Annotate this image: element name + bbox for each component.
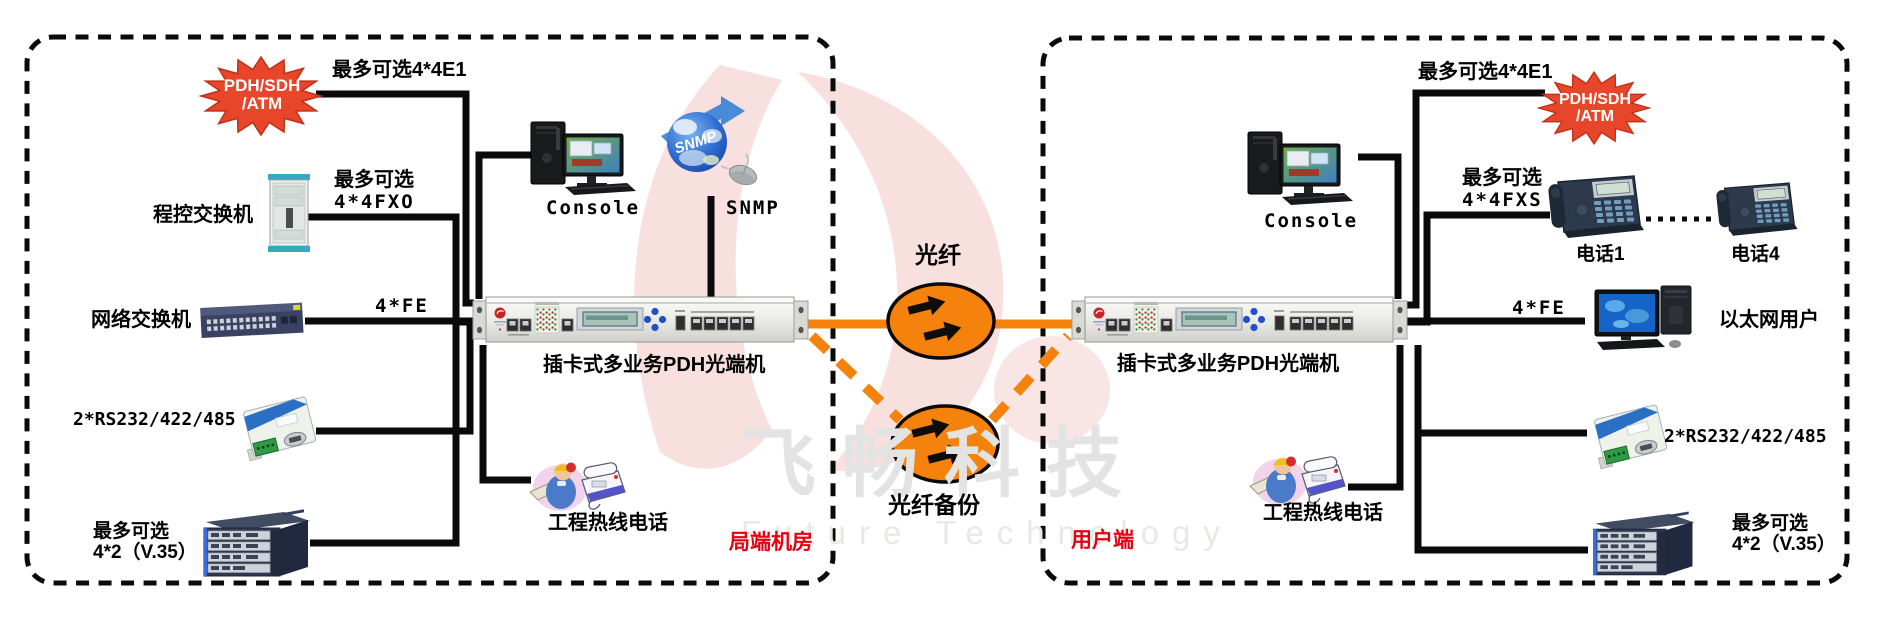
fiber-backup-node: [890, 404, 1000, 484]
right-console-pc: [1247, 131, 1354, 206]
fiber-main-node: [886, 282, 996, 360]
right-phone1-label: 电话1: [1576, 244, 1625, 265]
left-starburst: [198, 55, 324, 137]
right-connection-lines: [1348, 89, 1588, 554]
left-serial-label: 2*RS232/422/485: [73, 409, 236, 430]
left-snmp-label: SNMP: [726, 197, 780, 219]
left-hotline-line: [479, 345, 531, 484]
right-fxs-line2: 4*4FXS: [1462, 188, 1543, 211]
watermark-chinese: 飞畅科技: [740, 422, 1148, 507]
right-serial-label: 2*RS232/422/485: [1664, 426, 1827, 447]
left-e1-line: [316, 90, 474, 307]
right-region-label: 用户端: [1071, 529, 1134, 552]
left-fxo-label: 最多可选 4*4FXO: [334, 169, 415, 213]
left-connection-lines: [305, 90, 715, 547]
left-serial-converter: [237, 396, 318, 462]
fiber-label: 光纤: [915, 242, 961, 268]
left-region-label: 局端机房: [729, 531, 813, 554]
right-ethernet-pc: [1594, 285, 1692, 350]
right-e1-line: [1406, 89, 1545, 309]
right-starburst-line2: /ATM: [1576, 108, 1614, 126]
right-starburst-label: PDH/SDH /ATM: [1539, 91, 1651, 126]
right-phone1: [1546, 175, 1645, 239]
left-console-label: Console: [546, 197, 641, 219]
fiber-backup-right-segment: [988, 332, 1072, 424]
right-starburst: [1536, 70, 1652, 146]
right-serial-converter: [1588, 404, 1669, 470]
left-v35-line2: 4*2（V.35）: [93, 541, 197, 563]
left-v35-line1: 最多可选: [93, 521, 170, 542]
left-fxo-line1: 最多可选: [334, 169, 414, 191]
left-console-pc: [530, 121, 637, 196]
left-starburst-line1: PDH/SDH: [223, 76, 301, 95]
left-v35-label: 最多可选 4*2（V.35）: [93, 521, 197, 563]
right-phone4: [1715, 182, 1799, 237]
fiber-backup-label: 光纤备份: [888, 492, 980, 518]
left-fe-label: 4*FE: [375, 295, 429, 317]
fiber-backup-left-segment: [808, 332, 904, 424]
left-fxo-v35-trunk: [307, 213, 460, 547]
watermark-english: Future Technology: [741, 514, 1233, 551]
right-hotline-phone: [1249, 455, 1346, 506]
left-pdh-terminal: [472, 296, 809, 343]
right-v35-line1: 最多可选: [1732, 513, 1809, 534]
left-hotline-label: 工程热线电话: [548, 512, 668, 534]
right-device-label: 插卡式多业务PDH光端机: [1116, 353, 1340, 375]
left-site-boundary: [24, 34, 836, 586]
right-e1-label: 最多可选4*4E1: [1418, 61, 1553, 83]
right-starburst-line1: PDH/SDH: [1558, 91, 1631, 108]
right-v35-trunk: [1414, 345, 1588, 554]
left-fxo-line2: 4*4FXO: [334, 190, 415, 213]
left-lan-switch: [200, 302, 304, 338]
right-hotline-label: 工程热线电话: [1263, 502, 1383, 524]
right-v35-router: [1593, 510, 1695, 576]
left-device-label: 插卡式多业务PDH光端机: [543, 354, 766, 376]
right-v35-label: 最多可选 4*2（V.35）: [1732, 513, 1836, 555]
right-fe-label: 4*FE: [1512, 297, 1566, 319]
right-ethernet-label: 以太网用户: [1719, 309, 1819, 331]
right-v35-line2: 4*2（V.35）: [1732, 533, 1836, 555]
left-console-line: [475, 151, 533, 299]
left-hotline-phone: [529, 461, 626, 512]
right-hotline-line: [1348, 345, 1404, 491]
right-site-boundary: [1040, 35, 1850, 586]
left-pbx-cabinet: [268, 174, 310, 252]
right-console-line: [1358, 153, 1402, 299]
left-pbx-label: 程控交换机: [153, 204, 253, 226]
left-switch-label: 网络交换机: [91, 309, 191, 331]
left-rs232-line: [316, 324, 474, 435]
fiber-backup-dashed: [808, 332, 1072, 424]
right-fxs-line1: 最多可选: [1462, 167, 1542, 189]
right-pdh-terminal: [1071, 296, 1408, 343]
left-e1-label: 最多可选4*4E1: [332, 59, 467, 81]
right-console-label: Console: [1264, 210, 1359, 232]
right-phone4-label: 电话4: [1731, 244, 1780, 265]
left-starburst-line2: /ATM: [241, 94, 283, 114]
left-v35-router: [203, 508, 311, 577]
left-starburst-label: PDH/SDH /ATM: [203, 76, 321, 114]
right-fxs-label: 最多可选 4*4FXS: [1462, 167, 1543, 211]
